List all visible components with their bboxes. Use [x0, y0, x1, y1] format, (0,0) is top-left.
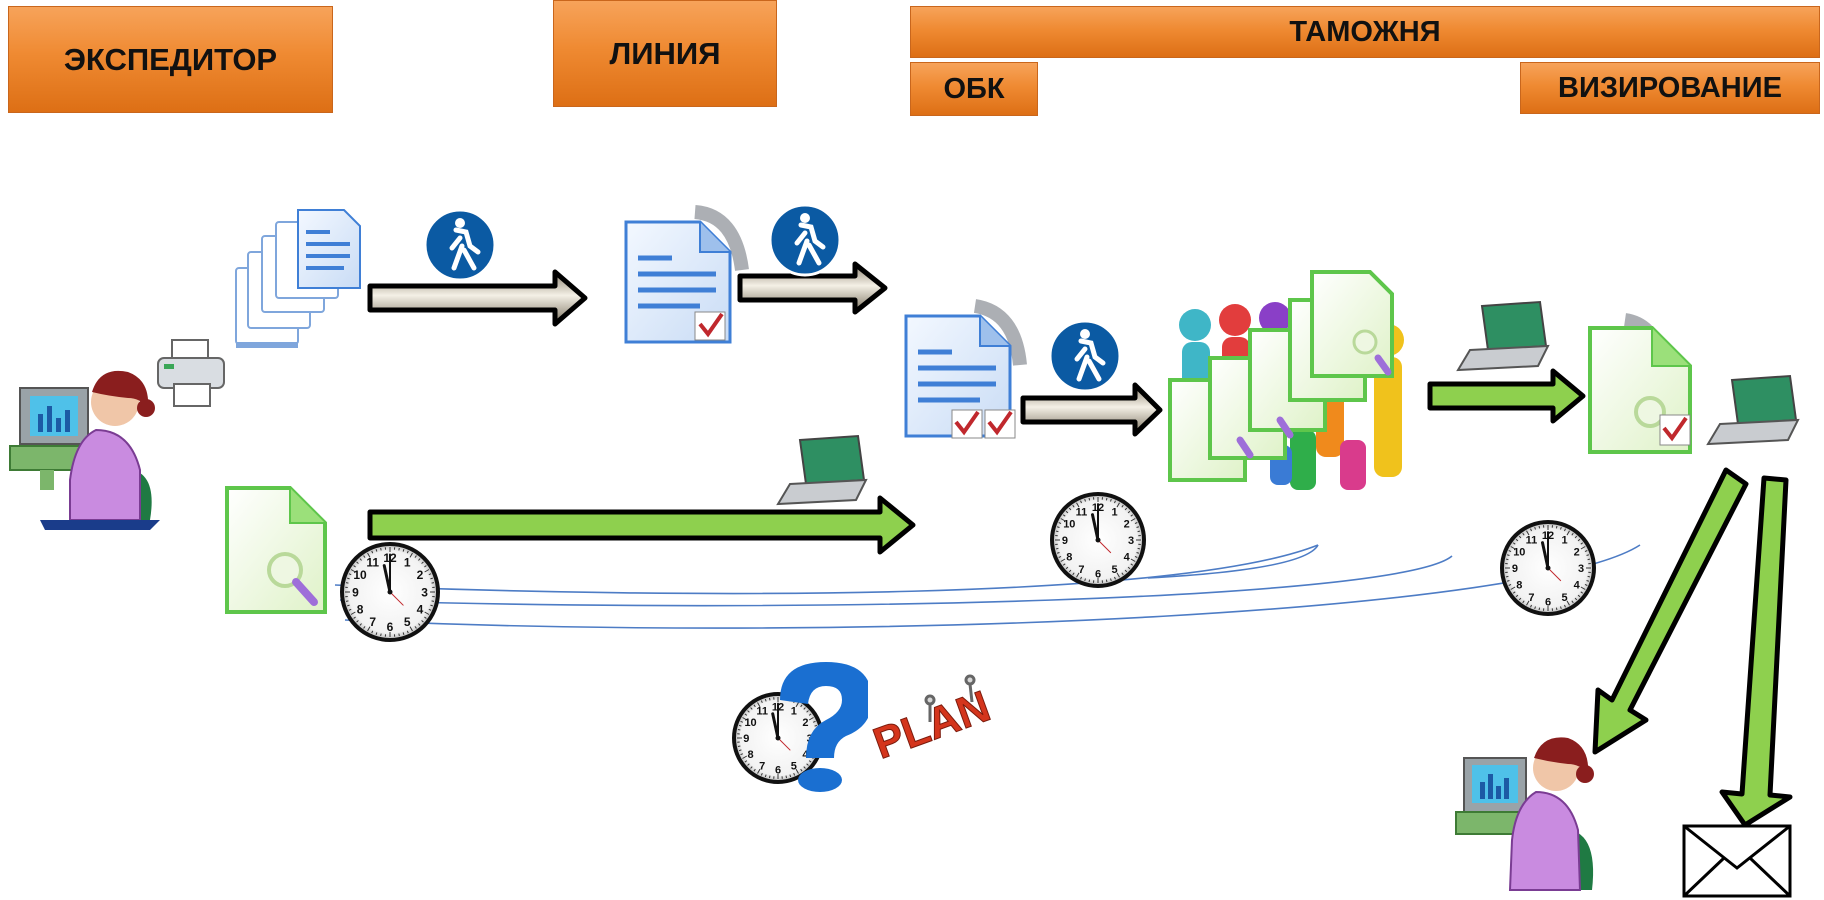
- arrow-green-down: [1719, 475, 1793, 828]
- header-customs: ТАМОЖНЯ: [910, 6, 1820, 58]
- clock-number: 1: [404, 555, 411, 569]
- clock-number: 4: [1124, 552, 1131, 564]
- arrow-gray: [367, 269, 588, 327]
- arrow-green-down: [1592, 467, 1749, 755]
- header-vizirovanie: ВИЗИРОВАНИЕ: [1520, 62, 1820, 114]
- clock-number: 2: [802, 717, 808, 729]
- clock-icon: 121234567891011: [1050, 492, 1146, 588]
- printer-icon: [157, 339, 225, 407]
- clock-number: 2: [1574, 547, 1580, 559]
- clock-number: 9: [743, 733, 749, 745]
- laptop-icon: [1456, 300, 1550, 372]
- clock-number: 9: [352, 585, 359, 599]
- connector-curve: [339, 555, 1453, 607]
- clock-number: 5: [404, 615, 411, 629]
- clock-number: 7: [1078, 564, 1084, 576]
- laptop-icon: [776, 434, 868, 506]
- clock-number: 10: [744, 717, 756, 729]
- electronic-document-icon: [1588, 313, 1692, 454]
- clock-number: 4: [802, 749, 809, 761]
- clock-number: 6: [1545, 596, 1551, 608]
- header-customs-label: ТАМОЖНЯ: [1289, 15, 1441, 48]
- clock-number: 8: [357, 603, 364, 617]
- clock-number: 7: [759, 760, 765, 772]
- clock-number: 11: [1526, 534, 1538, 546]
- clock-number: 3: [1578, 563, 1584, 575]
- clock-number: 5: [791, 760, 797, 772]
- arrow-green: [367, 495, 916, 555]
- envelope-icon: [1682, 824, 1792, 898]
- clock-number: 6: [1095, 568, 1101, 580]
- document-icon: [624, 205, 749, 344]
- clock-number: 10: [1063, 519, 1075, 531]
- document-icon: [904, 299, 1027, 439]
- clock-number: 9: [1512, 563, 1518, 575]
- clock-number: 1: [791, 706, 797, 718]
- clock-number: 5: [1111, 564, 1117, 576]
- header-line-label: ЛИНИЯ: [609, 35, 721, 71]
- question-mark-icon: [780, 662, 872, 792]
- header-vizirovanie-label: ВИЗИРОВАНИЕ: [1558, 71, 1782, 104]
- clock-icon: 121234567891011: [1500, 520, 1596, 616]
- clock-number: 2: [417, 568, 424, 582]
- clock-number: 5: [1561, 592, 1567, 604]
- clock-number: 1: [1111, 506, 1117, 518]
- header-expeditor: ЭКСПЕДИТОР: [8, 6, 333, 113]
- connector-curve: [1147, 544, 1319, 579]
- plan-graphic: PLAN: [867, 650, 1008, 780]
- clock-number: 4: [417, 603, 424, 617]
- arrow-green: [1427, 368, 1586, 424]
- clock-number: 1: [1561, 534, 1567, 546]
- clock-number: 2: [1124, 519, 1130, 531]
- clock-number: 10: [353, 568, 367, 582]
- arrow-gray: [737, 261, 888, 315]
- clock-number: 3: [421, 585, 428, 599]
- connector-curve: [344, 544, 1641, 629]
- clock-icon: 121234567891011: [732, 692, 824, 784]
- clock-number: 10: [1513, 547, 1525, 559]
- header-expeditor-label: ЭКСПЕДИТОР: [63, 41, 278, 77]
- pedestrian-sign-icon: [1048, 319, 1122, 393]
- clock-number: 6: [387, 620, 394, 634]
- connector-curve: [334, 544, 1319, 595]
- clock-number: 11: [756, 706, 768, 718]
- clock-number: 11: [366, 555, 379, 569]
- person-at-computer-icon: [9, 370, 160, 530]
- clock-number: 8: [1516, 580, 1522, 592]
- clock-number: 4: [1574, 580, 1581, 592]
- laptop-icon: [1706, 374, 1800, 446]
- connector-curves: [334, 544, 1641, 629]
- pedestrian-sign-icon: [423, 208, 497, 282]
- clock-number: 9: [1062, 535, 1068, 547]
- clock-number: 3: [1128, 535, 1134, 547]
- clock-number: 8: [748, 749, 754, 761]
- header-obk-label: ОБК: [943, 72, 1005, 105]
- header-obk: ОБК: [910, 62, 1038, 116]
- clock-icon: 121234567891011: [340, 542, 440, 642]
- clock-number: 7: [1528, 592, 1534, 604]
- arrow-gray: [1020, 382, 1163, 437]
- clock-number: 6: [775, 765, 781, 777]
- clock-number: 11: [1076, 506, 1088, 518]
- clock-number: 7: [369, 615, 376, 629]
- electronic-document-icon: [225, 486, 327, 614]
- header-line: ЛИНИЯ: [553, 0, 777, 107]
- document-stack-icon: [235, 209, 361, 348]
- crowd-icon: [1168, 270, 1420, 510]
- person-at-computer-icon: [1455, 737, 1594, 891]
- clock-number: 8: [1066, 552, 1072, 564]
- pedestrian-sign-icon: [768, 203, 842, 277]
